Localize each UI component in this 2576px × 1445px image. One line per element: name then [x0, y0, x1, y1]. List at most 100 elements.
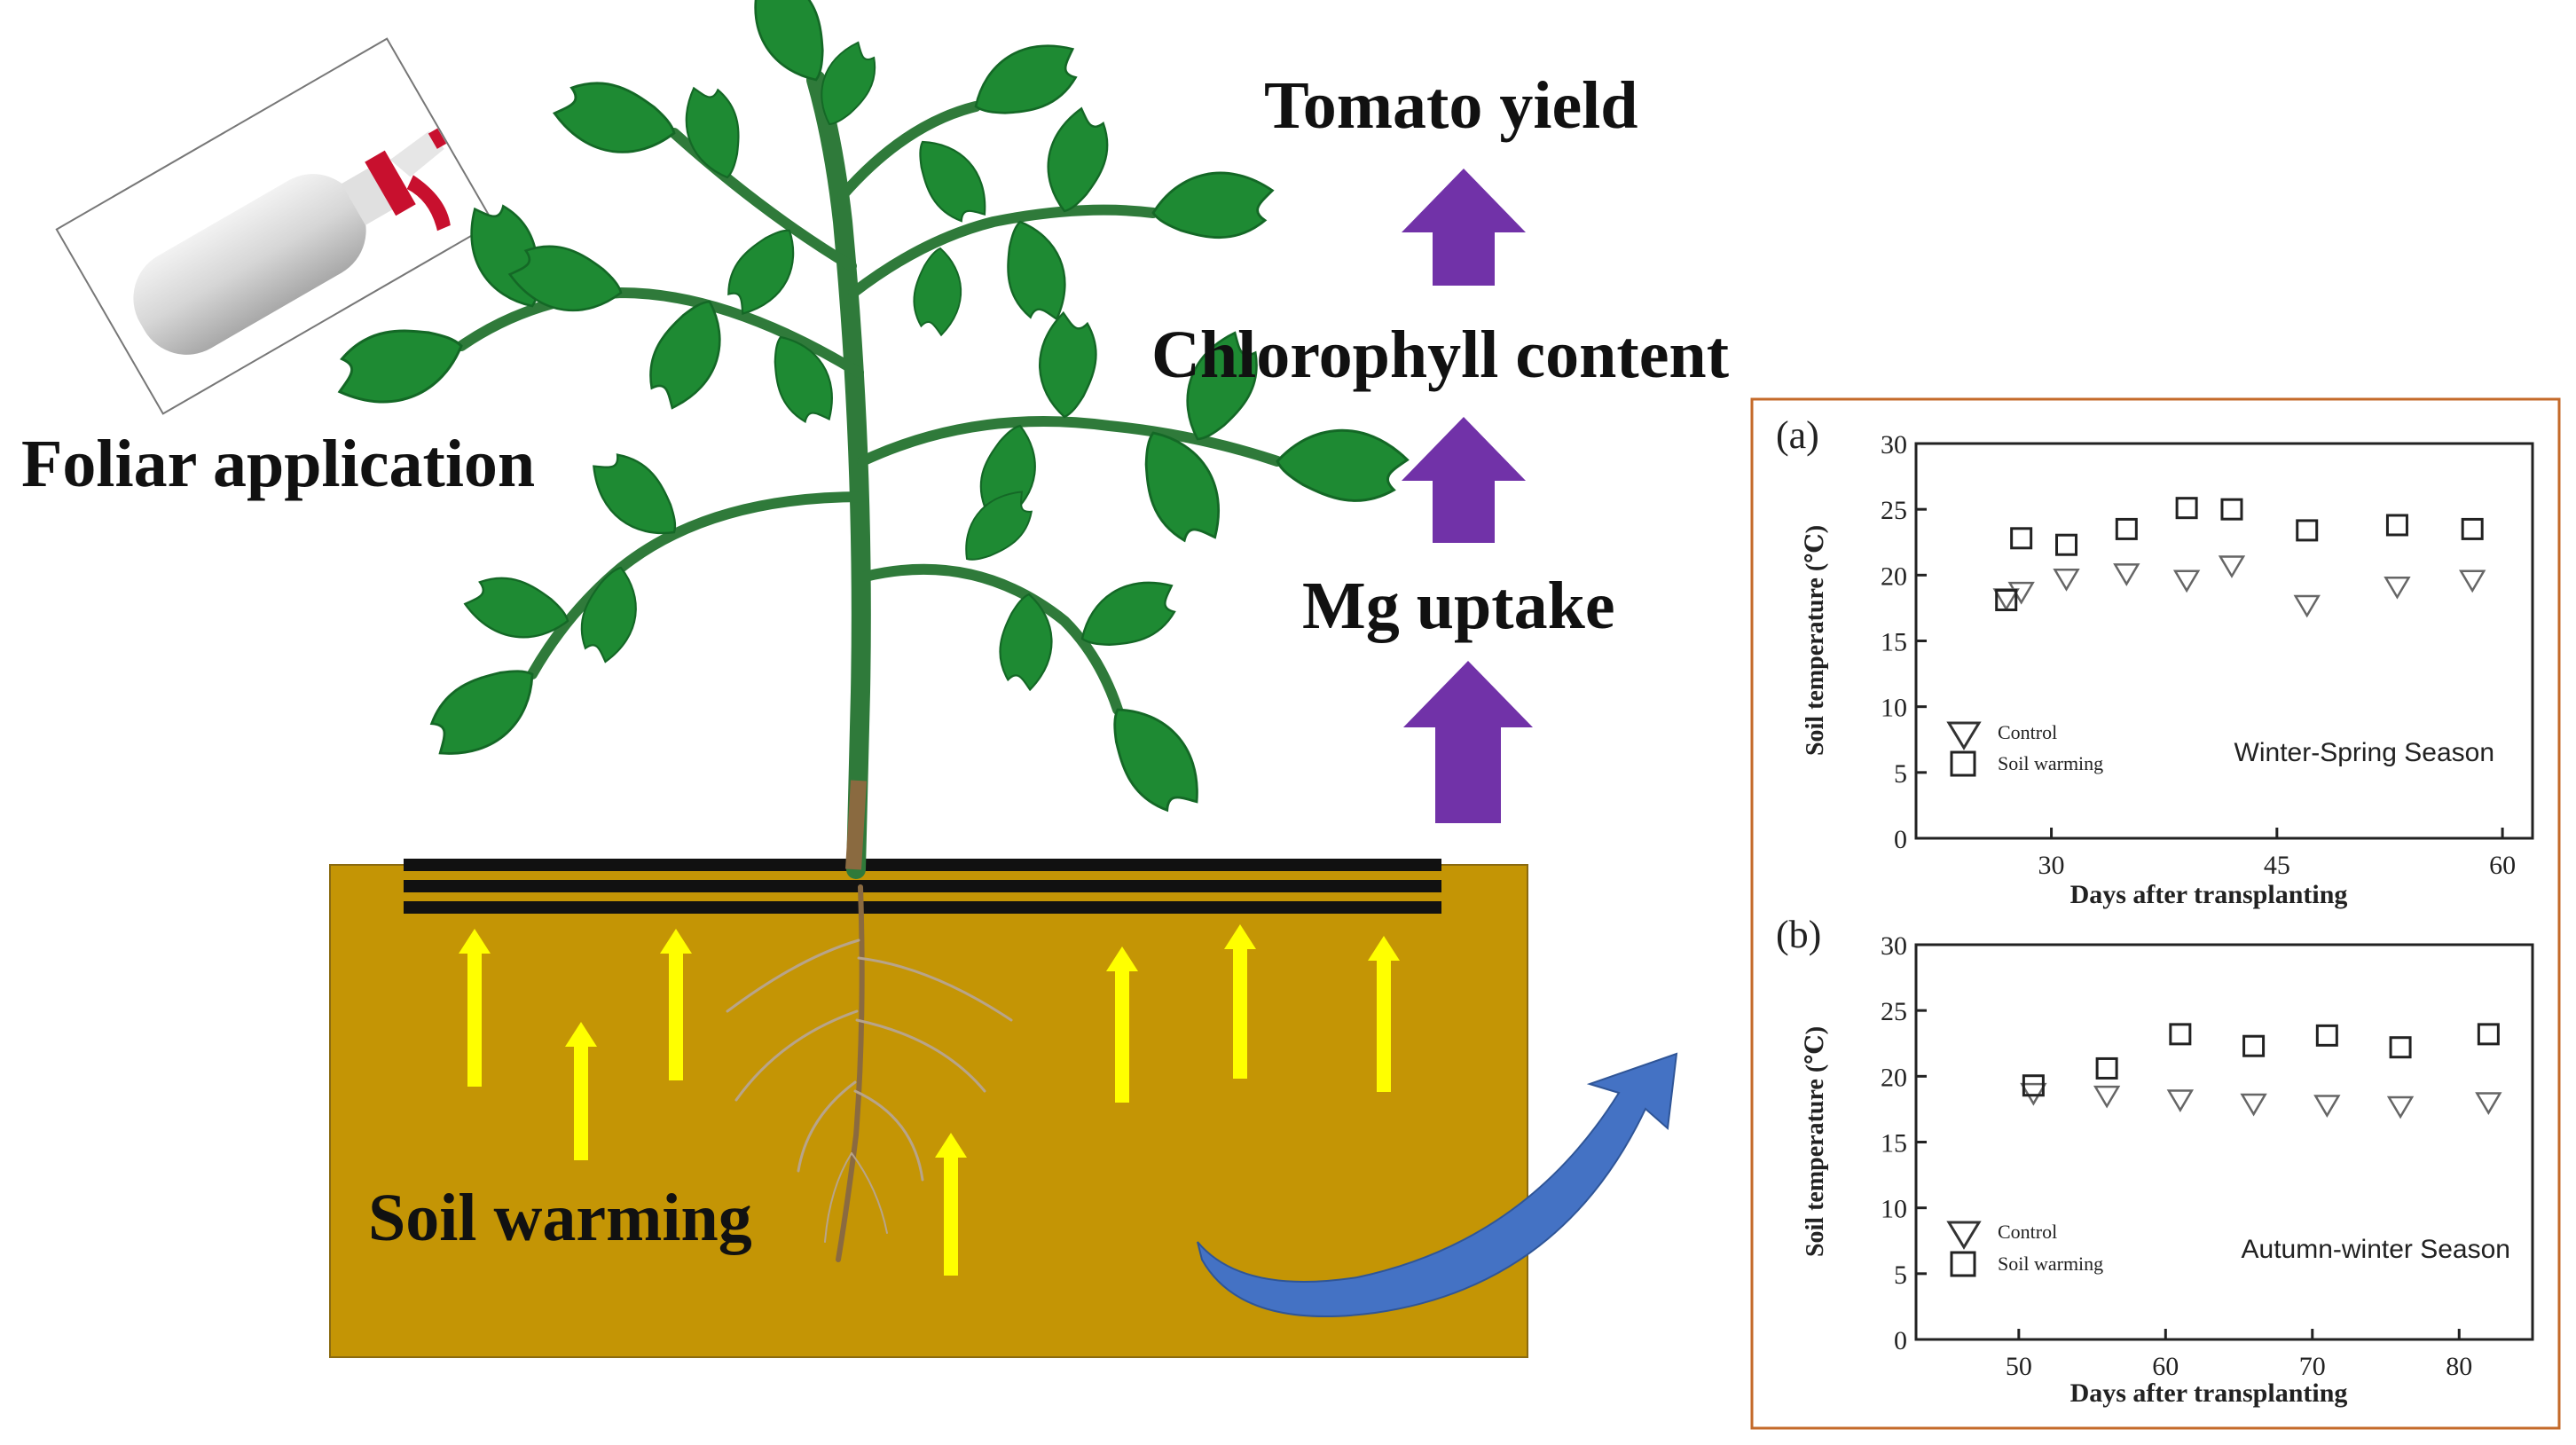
y-tick-label: 25: [1881, 997, 1907, 1026]
soil-block: [329, 864, 1528, 1358]
data-point-soil-warming: [2095, 1056, 2118, 1080]
data-point-soil-warming: [1995, 589, 2018, 612]
x-tick-label: 70: [2299, 1352, 2326, 1381]
roots: [726, 884, 1013, 1262]
x-tick-label: 45: [2264, 851, 2290, 880]
tomato-yield-label: Tomato yield: [1264, 68, 1638, 143]
data-point-soil-warming: [2175, 497, 2198, 520]
arrow-to-mg-uptake: [1403, 661, 1533, 823]
heating-cable-3: [404, 901, 1441, 914]
panel-a-label: (a): [1776, 413, 1819, 457]
data-point-soil-warming: [2115, 517, 2138, 540]
y-tick-label: 5: [1894, 759, 1907, 789]
data-point-soil-warming: [2169, 1023, 2192, 1046]
y-axis-label-a: Soil temperature (℃): [1802, 525, 1829, 756]
branch-left-mid: [456, 287, 864, 378]
x-axis-label-b: Days after transplanting: [2070, 1378, 2348, 1408]
data-point-control: [2384, 576, 2411, 600]
data-point-control: [2166, 1089, 2195, 1113]
data-point-soil-warming: [2461, 517, 2484, 540]
foliar-application-label: Foliar application: [21, 427, 535, 501]
x-tick-label: 50: [2006, 1352, 2032, 1381]
tomato-plant: [329, 0, 1412, 879]
branch-right-mid: [857, 416, 1283, 467]
legend-label-warming-b: Soil warming: [1998, 1253, 2103, 1275]
sprayer-trigger: [406, 175, 451, 232]
data-point-soil-warming: [2315, 1024, 2338, 1047]
data-point-soil-warming: [2389, 1036, 2412, 1059]
legend-label-control-a: Control: [1998, 721, 2057, 743]
y-tick-label: 30: [1881, 430, 1907, 459]
chart-autumn-winter: (b) 0 5 10 15 20 25 30 50 60 70 80 Soil temperatu…: [1776, 913, 2534, 1408]
y-tick-label: 0: [1894, 1326, 1907, 1355]
heating-cable-2: [404, 880, 1441, 892]
y-tick-label: 10: [1881, 694, 1907, 723]
legend-label-control-b: Control: [1998, 1221, 2057, 1243]
x-tick-label: 60: [2489, 851, 2516, 880]
y-tick-label: 30: [1881, 931, 1907, 961]
branch-left-low: [527, 491, 868, 679]
data-point-soil-warming: [2242, 1034, 2266, 1057]
data-point-control: [2093, 1085, 2121, 1109]
data-point-control: [2459, 569, 2486, 593]
data-point-control: [2172, 569, 2201, 593]
spray-bottle-illustration: [55, 37, 495, 415]
stem-base: [845, 780, 867, 870]
data-point-soil-warming: [2385, 514, 2408, 537]
data-point-control: [2293, 594, 2321, 618]
data-point-control: [2386, 1096, 2415, 1119]
inset-panel: [1750, 397, 2561, 1430]
y-tick-label: 15: [1881, 1129, 1907, 1158]
sprayer-nozzle: [428, 128, 447, 149]
data-point-control: [2475, 1092, 2502, 1115]
legend-label-warming-a: Soil warming: [1998, 752, 2103, 774]
legend-marker-warming-b: [1950, 1251, 1976, 1277]
legend-marker-control-a: [1946, 721, 1982, 750]
x-tick-label: 80: [2446, 1352, 2472, 1381]
data-point-control: [2218, 555, 2246, 578]
y-axis-label-b: Soil temperature (℃): [1802, 1026, 1829, 1257]
main-stem: [806, 70, 871, 879]
data-point-soil-warming: [2296, 519, 2319, 542]
curved-arrow-to-chart: [1197, 1052, 1678, 1317]
bottle-neck: [341, 166, 397, 225]
soil-warming-label: Soil warming: [368, 1181, 752, 1255]
leaves: [329, 0, 1412, 827]
chlorophyll-content-label: Chlorophyll content: [1151, 318, 1729, 392]
y-tick-label: 0: [1894, 825, 1907, 854]
bottle-body: [133, 174, 366, 355]
process-arrows: [1402, 169, 1533, 823]
y-tick-label: 15: [1881, 628, 1907, 657]
data-point-soil-warming: [2022, 1074, 2045, 1097]
legend-marker-warming-a: [1950, 750, 1976, 777]
branch-right-top: [837, 101, 981, 200]
x-axis-label-a: Days after transplanting: [2070, 880, 2348, 909]
data-point-control: [2053, 569, 2080, 592]
y-tick-label: 5: [1894, 1260, 1907, 1290]
arrow-to-chlorophyll: [1402, 417, 1526, 543]
mg-uptake-label: Mg uptake: [1302, 569, 1615, 643]
season-title-a: Winter-Spring Season: [2234, 738, 2494, 767]
data-point-control: [2020, 1082, 2047, 1106]
branch-right-low: [860, 563, 1123, 715]
legend-b: Control Soil warming: [1946, 1221, 2103, 1277]
data-point-control: [2313, 1095, 2341, 1118]
sprayer-head: [389, 130, 444, 177]
y-tick-label: 10: [1881, 1195, 1907, 1224]
data-point-control: [2113, 563, 2140, 586]
heating-cable-1: [404, 859, 1441, 871]
y-tick-label: 20: [1881, 1063, 1907, 1092]
y-tick-label: 25: [1881, 496, 1907, 525]
data-point-soil-warming: [2220, 498, 2243, 521]
bottle-cap: [365, 150, 416, 216]
y-tick-label: 20: [1881, 562, 1907, 591]
panel-b-label: (b): [1776, 913, 1821, 956]
heating-cables: [404, 859, 1441, 914]
season-title-b: Autumn-winter Season: [2242, 1235, 2511, 1264]
x-tick-label: 60: [2152, 1352, 2179, 1381]
arrow-to-yield: [1402, 169, 1526, 286]
data-point-soil-warming: [2010, 527, 2033, 550]
branch-right-high: [848, 204, 1158, 298]
